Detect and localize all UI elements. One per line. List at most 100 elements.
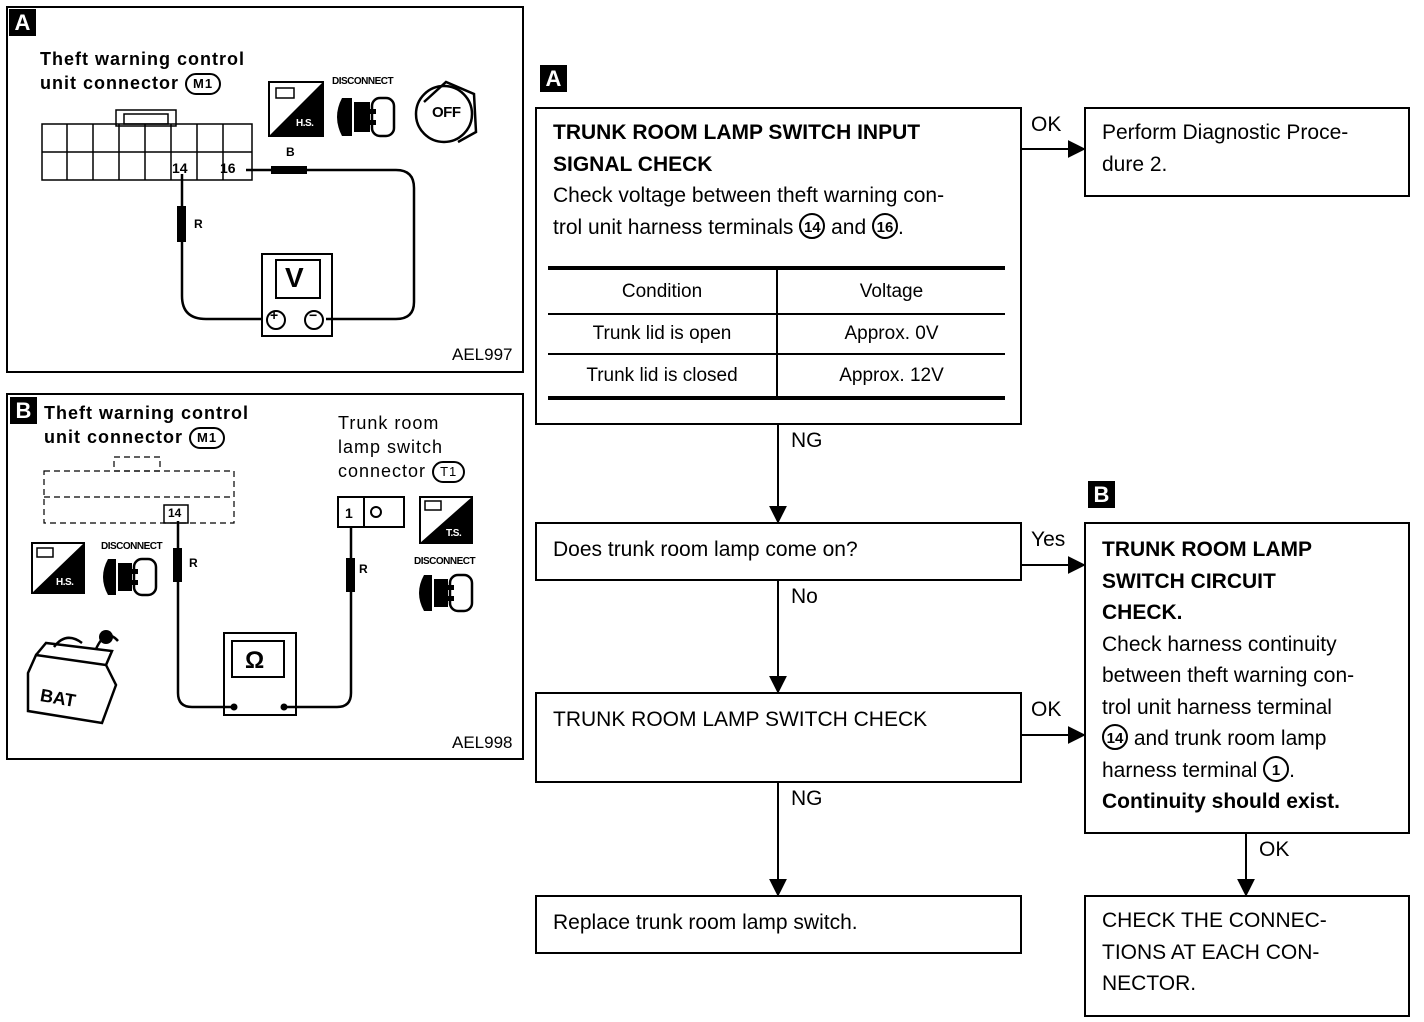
label-no: No: [791, 585, 818, 608]
table-cell-condition-closed: Trunk lid is closed: [548, 354, 778, 398]
panel-a-disconnect-icon: [337, 96, 396, 138]
voltage-condition-table: Condition Voltage Trunk lid is open Appr…: [548, 266, 1005, 400]
table-header-condition: Condition: [548, 268, 778, 314]
panel-a-hs-icon: [268, 81, 324, 137]
panel-b-connector-block: [43, 456, 235, 524]
panel-a-minus: −: [309, 307, 318, 323]
table-cell-voltage-open: Approx. 0V: [844, 323, 939, 344]
panel-b-trunk-code: T1: [432, 461, 466, 484]
terminal-16-badge: 16: [872, 212, 899, 239]
panel-a-off-label: OFF: [432, 104, 461, 121]
panel-b-wires: [176, 521, 353, 709]
panel-b-probe-right: [346, 558, 355, 592]
step1-text-line2-pre: trol unit harness terminals: [553, 215, 794, 239]
panel-b-hs-icon: [31, 542, 85, 594]
panel-a-meter-symbol: V: [285, 262, 304, 293]
stepb-line1: Check harness continuity: [1102, 632, 1337, 656]
panel-a-letter: A: [9, 9, 36, 36]
panel-b-title-line2-text: unit connector: [44, 427, 183, 447]
final-line3: NECTOR.: [1102, 972, 1197, 995]
label-ok-2: OK: [1031, 698, 1062, 721]
panel-a-connector-block: [41, 109, 253, 181]
panel-a-title-line2-text: unit connector: [40, 73, 179, 93]
stepb-title-line3: CHECK.: [1102, 601, 1183, 624]
step1-title-line1: TRUNK ROOM LAMP SWITCH INPUT: [553, 121, 921, 144]
panel-b-trunk-line2: lamp switch: [338, 437, 444, 457]
panel-a-wire-b-label: B: [286, 145, 295, 159]
flow-label-a: A: [540, 65, 567, 92]
panel-b-pin-1: 1: [345, 505, 353, 521]
table-cell-voltage-closed: Approx. 12V: [839, 364, 944, 386]
panel-a-connector-code: M1: [185, 73, 222, 96]
figure-panel-a: [6, 6, 524, 373]
panel-b-ohmmeter: [223, 632, 297, 716]
step1-period: .: [898, 215, 904, 239]
step1-text-line1: Check voltage between theft warning con-: [553, 184, 945, 207]
panel-b-connector-code: M1: [189, 427, 226, 450]
panel-b-title-line2: unit connector M1: [44, 425, 226, 450]
step2-text: Does trunk room lamp come on?: [553, 538, 858, 561]
panel-a-hs-label: H.S.: [296, 118, 314, 129]
panel-b-figure-code: AEL998: [452, 733, 513, 752]
panel-a-disconnect-label: DISCONNECT: [332, 76, 394, 87]
step-lamp-switch-check: TRUNK ROOM LAMP SWITCH CHECK: [535, 692, 1022, 783]
stepb-line6: Continuity should exist.: [1102, 790, 1341, 813]
panel-a-pin-14: 14: [172, 160, 188, 176]
step1-text-line2: trol unit harness terminals 14 and 16.: [553, 212, 1004, 244]
step-ok1-line1: Perform Diagnostic Proce-: [1102, 121, 1349, 144]
panel-a-title-line1: Theft warning control: [40, 49, 245, 69]
panel-a-probe-b: [271, 166, 307, 174]
stepb-line3: trol unit harness terminal: [1102, 695, 1332, 719]
step4-text: Replace trunk room lamp switch.: [553, 911, 858, 934]
panel-b-letter: B: [10, 397, 37, 424]
stepb-title-line1: TRUNK ROOM LAMP: [1102, 538, 1312, 561]
stepb-line4: 14 and trunk room lamp: [1102, 723, 1392, 755]
table-header-voltage: Voltage: [859, 280, 924, 302]
panel-b-ts-label: T.S.: [446, 528, 462, 539]
panel-b-trunk-line3-text: connector: [338, 461, 427, 481]
panel-b-disconnect-icon-2: [419, 573, 474, 613]
flow-label-b: B: [1088, 481, 1115, 508]
panel-b-ts-icon: [419, 496, 473, 544]
table-row: Trunk lid is closed Approx. 12V: [548, 354, 1005, 398]
stepb-period: .: [1289, 758, 1295, 782]
panel-b-hs-label: H.S.: [56, 577, 74, 588]
stepb-line2: between theft warning con-: [1102, 664, 1355, 687]
table-cell-condition-open: Trunk lid is open: [548, 314, 778, 354]
label-ok-1: OK: [1031, 113, 1062, 136]
panel-b-wire-r-left-label: R: [189, 556, 198, 570]
panel-a-wiring-diagram: [41, 80, 478, 337]
step-ok1-line2: dure 2.: [1102, 152, 1168, 176]
label-ok-3: OK: [1259, 838, 1290, 861]
panel-b-battery-icon: [26, 634, 119, 725]
stepb-title-line2: SWITCH CIRCUIT: [1102, 569, 1276, 593]
step3-text: TRUNK ROOM LAMP SWITCH CHECK: [553, 708, 928, 731]
panel-b-trunk-connector: [337, 496, 405, 528]
table-row: Trunk lid is open Approx. 0V: [548, 314, 1005, 354]
step-lamp-come-on: Does trunk room lamp come on?: [535, 522, 1022, 581]
panel-b-trunk-line1: Trunk room: [338, 413, 440, 433]
label-ng-1: NG: [791, 429, 823, 452]
panel-b-disconnect-label-1: DISCONNECT: [101, 541, 163, 552]
step-replace-switch: Replace trunk room lamp switch.: [535, 895, 1022, 954]
panel-a-key-off-icon: [414, 80, 478, 144]
terminal-14-badge: 14: [799, 212, 826, 239]
terminal-1-badge: 1: [1263, 755, 1290, 782]
step-switch-circuit-check: TRUNK ROOM LAMP SWITCH CIRCUIT CHECK. Ch…: [1084, 522, 1410, 834]
terminal-14-badge: 14: [1102, 724, 1128, 751]
panel-b-disconnect-label-2: DISCONNECT: [414, 556, 476, 567]
panel-b-pin-14: 14: [168, 506, 182, 520]
label-yes: Yes: [1031, 528, 1066, 551]
panel-a-plus: +: [270, 307, 279, 323]
label-ng-2: NG: [791, 787, 823, 810]
panel-a-probe-r: [177, 206, 186, 242]
panel-b-meter-symbol: Ω: [245, 647, 265, 674]
stepb-line5: harness terminal 1.: [1102, 755, 1392, 787]
stepb-line4-text: and trunk room lamp: [1133, 727, 1327, 750]
step1-title-line2: SIGNAL CHECK: [553, 152, 713, 176]
panel-a-wire-r-label: R: [194, 217, 203, 231]
step1-and: and: [831, 215, 867, 239]
stepb-line5-pre: harness terminal: [1102, 758, 1258, 782]
panel-b-trunk-line3: connector T1: [338, 459, 466, 484]
